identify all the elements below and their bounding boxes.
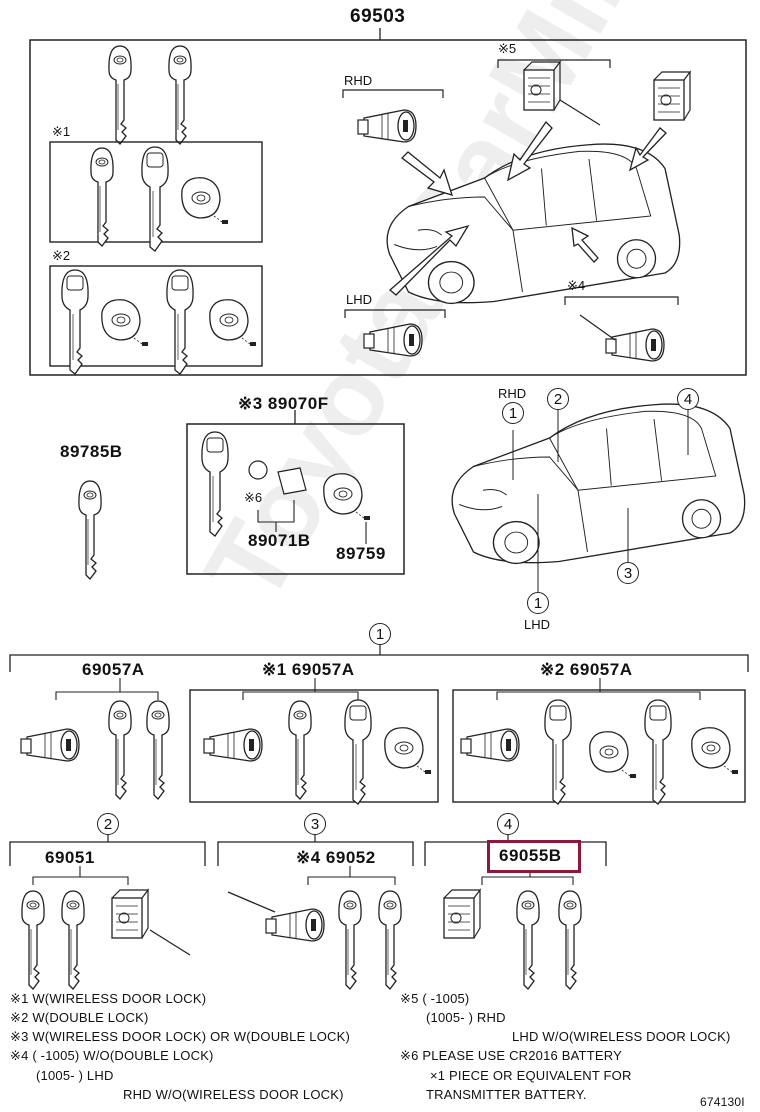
note-mark-2: ※2 — [52, 248, 71, 263]
note-left-4: ※4 ( -1005) W/O(DOUBLE LOCK) — [10, 1048, 214, 1063]
note-left-6: RHD W/O(WIRELESS DOOR LOCK) — [123, 1087, 344, 1102]
note-right-4: ※6 PLEASE USE CR2016 BATTERY — [400, 1048, 622, 1063]
note-right-5: ×1 PIECE OR EQUIVALENT FOR — [430, 1068, 632, 1083]
part-number-89759[interactable]: 89759 — [336, 544, 386, 563]
drawing-id: 674130I — [700, 1095, 745, 1109]
highlight-box — [487, 840, 581, 873]
callout-3[interactable]: 3 — [617, 562, 639, 584]
part-number-69057a[interactable]: 69057A — [82, 660, 145, 679]
car-label-lhd: LHD — [524, 617, 551, 632]
note-left-2: ※2 W(DOUBLE LOCK) — [10, 1010, 149, 1025]
part-number-69055b[interactable]: 69055B — [499, 846, 562, 865]
callout-4[interactable]: 4 — [677, 388, 699, 410]
section-3-marker: 3 — [304, 813, 326, 835]
note-mark-4: ※4 — [567, 278, 586, 293]
note-right-1: ※5 ( -1005) — [400, 991, 470, 1006]
part-number-89071b[interactable]: 89071B — [248, 531, 311, 550]
label-rhd-top: RHD — [344, 73, 373, 88]
note-right-6: TRANSMITTER BATTERY. — [426, 1087, 587, 1102]
label-lhd-top: LHD — [346, 292, 373, 307]
note-left-3: ※3 W(WIRELESS DOOR LOCK) OR W(DOUBLE LOC… — [10, 1029, 350, 1044]
car-label-rhd: RHD — [498, 386, 527, 401]
part-number-89070f[interactable]: ※3 89070F — [238, 394, 329, 413]
section-4-marker: 4 — [497, 813, 519, 835]
part-number-69051[interactable]: 69051 — [45, 848, 95, 867]
part-number-69503[interactable]: 69503 — [350, 6, 406, 27]
part-number-89785b[interactable]: 89785B — [60, 442, 123, 461]
callout-2[interactable]: 2 — [547, 388, 569, 410]
note-left-1: ※1 W(WIRELESS DOOR LOCK) — [10, 991, 207, 1006]
note-mark-5: ※5 — [498, 41, 517, 56]
callout-1-rhd[interactable]: 1 — [502, 402, 524, 424]
note-left-5: (1005- ) LHD — [36, 1068, 114, 1083]
section-1-marker: 1 — [369, 623, 391, 645]
section-2-marker: 2 — [97, 813, 119, 835]
note-right-2: (1005- ) RHD — [426, 1010, 506, 1025]
part-number-69052[interactable]: ※4 69052 — [296, 848, 376, 867]
note-mark-1: ※1 — [52, 124, 71, 139]
part-number-69057a-double[interactable]: ※2 69057A — [540, 660, 633, 679]
part-number-69057a-wireless[interactable]: ※1 69057A — [262, 660, 355, 679]
note-mark-6: ※6 — [244, 490, 263, 505]
note-right-3: LHD W/O(WIRELESS DOOR LOCK) — [512, 1029, 731, 1044]
callout-1-lhd[interactable]: 1 — [527, 592, 549, 614]
